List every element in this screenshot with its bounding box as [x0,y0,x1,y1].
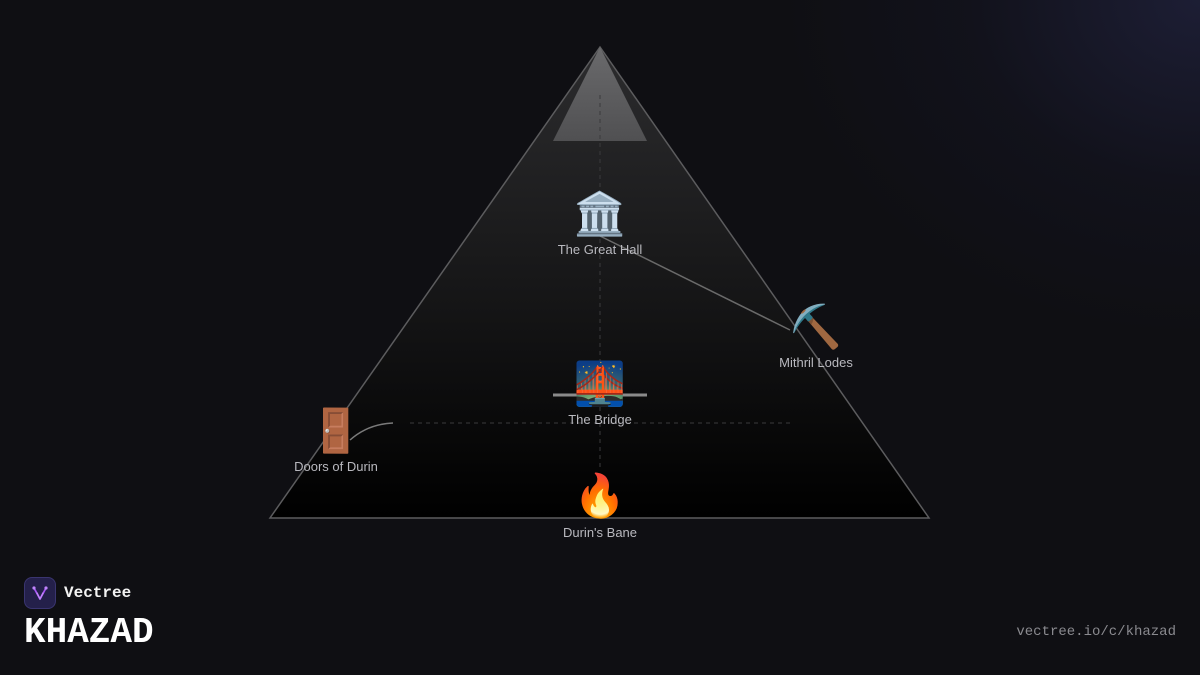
snow-cap [553,47,647,141]
vectree-logo-icon [24,577,56,609]
node-the-bridge[interactable]: 🌉 The Bridge [568,359,632,427]
node-label: The Great Hall [558,242,643,257]
bridge-at-night-icon: 🌉 [574,359,626,408]
node-great-hall[interactable]: 🏛️ The Great Hall [558,189,643,257]
pick-icon: ⛏️ [790,302,842,351]
brand[interactable]: Vectree [24,577,131,609]
node-label: Durin's Bane [563,525,637,540]
edge-doors-bridge [349,422,394,441]
node-label: Doors of Durin [294,459,378,474]
node-label: Mithril Lodes [779,355,853,370]
node-doors-of-durin[interactable]: 🚪 Doors of Durin [294,406,378,474]
fire-icon: 🔥 [574,471,626,520]
node-mithril-lodes[interactable]: ⛏️ Mithril Lodes [779,302,853,370]
node-durins-bane[interactable]: 🔥 Durin's Bane [563,471,637,540]
brand-name: Vectree [64,584,132,602]
node-label: The Bridge [568,412,632,427]
classical-building-icon: 🏛️ [574,189,626,238]
page-title: KHAZAD [24,612,154,653]
door-icon: 🚪 [310,406,362,455]
share-url[interactable]: vectree.io/c/khazad [1016,624,1176,640]
edge-great-hall-mithril [599,235,791,331]
